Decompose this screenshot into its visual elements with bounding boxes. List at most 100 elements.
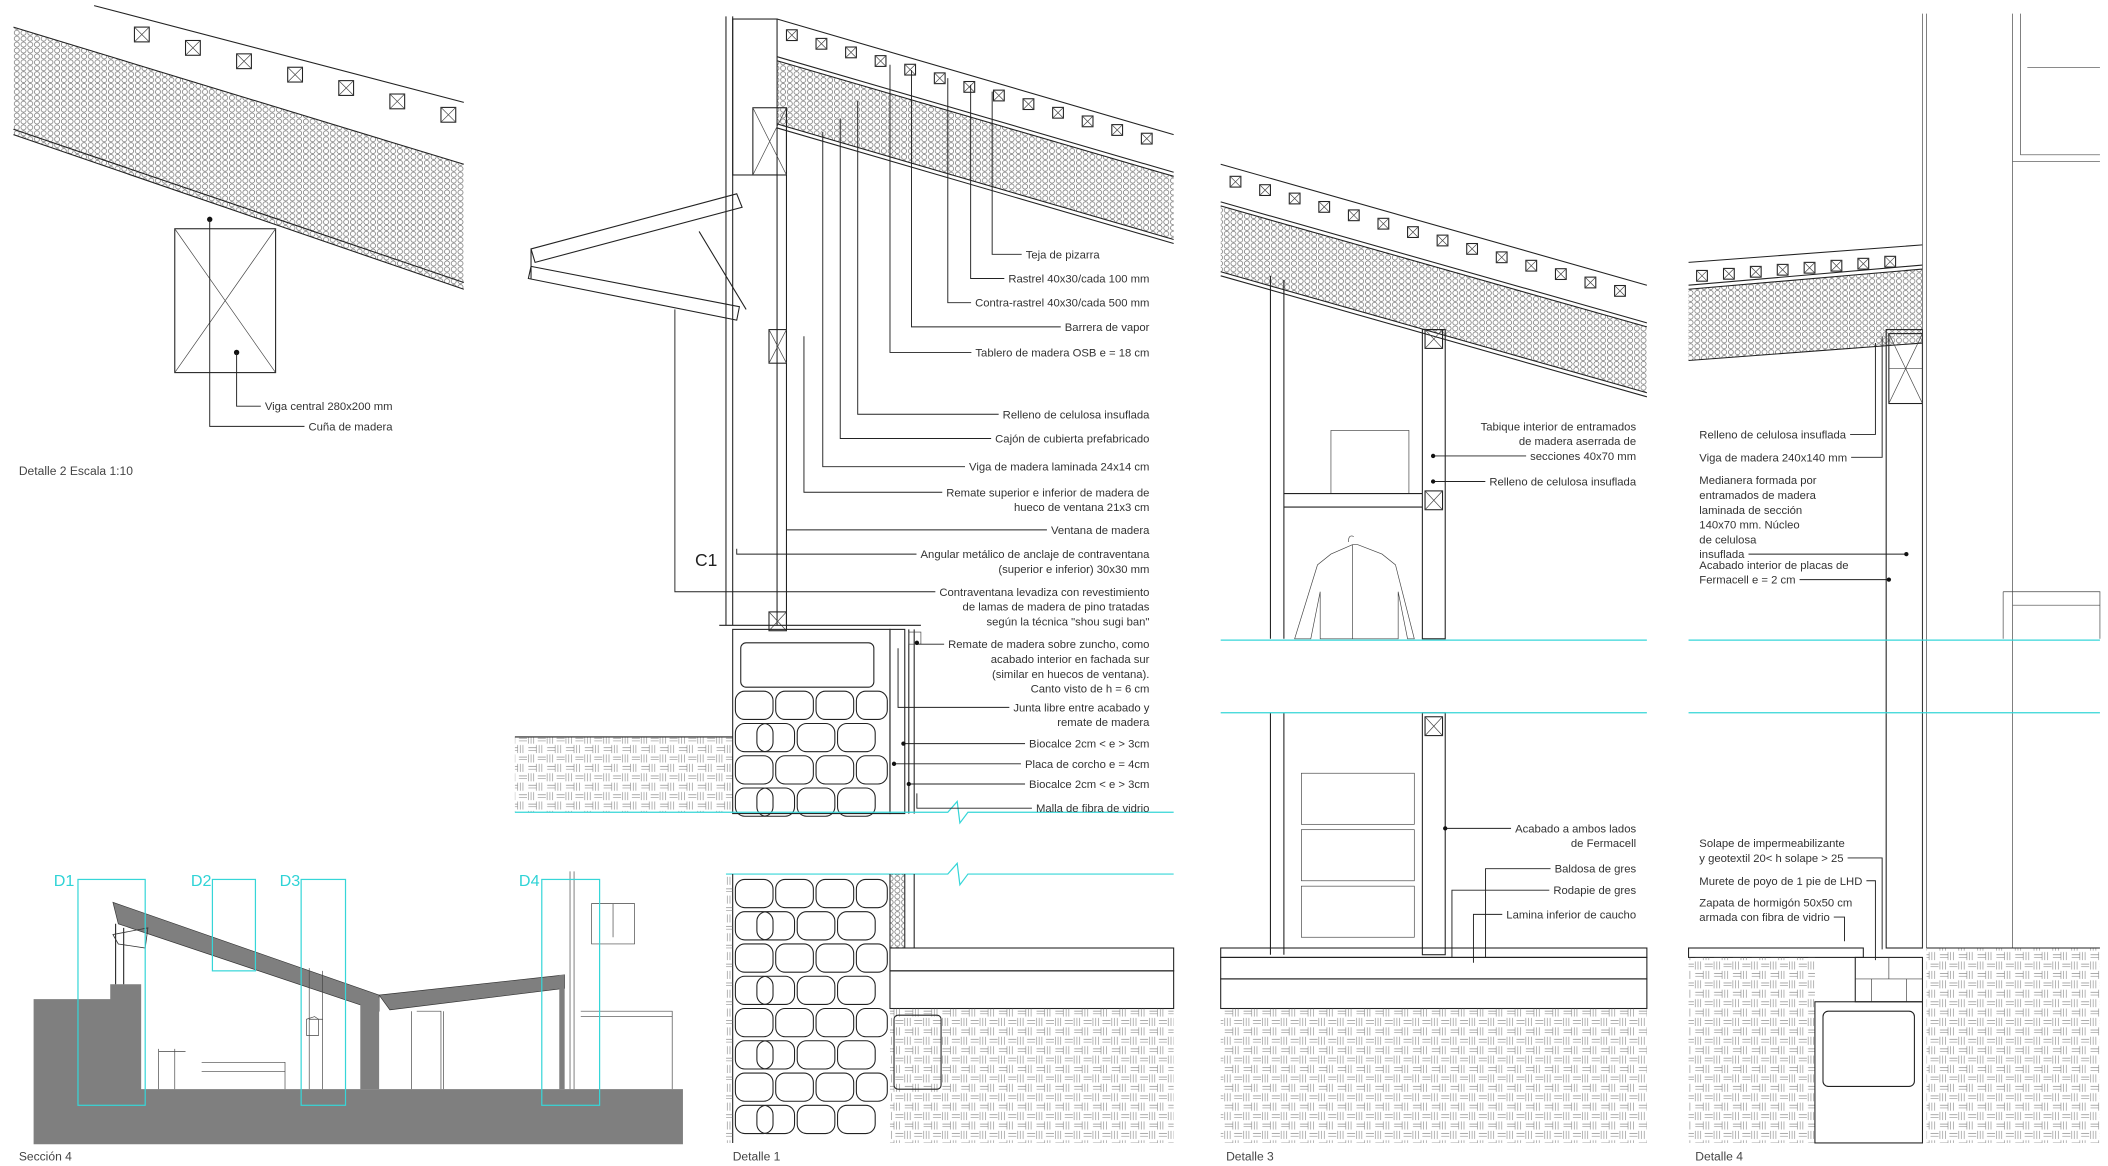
stone [837, 975, 876, 1006]
annotation-text: Barrera de vapor [1065, 322, 1150, 334]
annotation-text: según la técnica "shou sugi ban" [987, 616, 1150, 628]
stone [734, 787, 774, 817]
detail1-annotation: Relleno de celulosa insuflada [857, 101, 1150, 421]
section-shirt-icon [306, 1016, 319, 1036]
leader-line [991, 91, 1022, 255]
detail3-annotation: Relleno de celulosa insuflada [1430, 477, 1637, 489]
stone [734, 1104, 774, 1135]
detail4-annotation: Medianera formada por entramados de mader… [1699, 475, 1909, 561]
annotation-text: armada con fibra de vidrio [1699, 912, 1829, 924]
annotation-text: insuflada [1699, 549, 1745, 561]
annotation-text: (superior e inferior) 30x30 mm [998, 564, 1149, 576]
batten-icon [992, 89, 1005, 102]
batten-icon [184, 39, 201, 56]
leader-line [839, 118, 992, 439]
detail-4-caption: Detalle 4 [1695, 1149, 1743, 1163]
stone [796, 911, 836, 941]
stone [855, 943, 888, 973]
callout-label-d3[interactable]: D3 [280, 872, 301, 890]
stone [734, 755, 774, 785]
stone [815, 943, 855, 973]
batten-icon [1318, 200, 1331, 213]
batten-icon [1495, 251, 1508, 264]
annotation-text: Viga central 280x200 mm [265, 401, 393, 413]
annotation-text: Contra-rastrel 40x30/cada 500 mm [975, 298, 1149, 310]
batten-icon [338, 80, 355, 96]
batten-icon [1140, 132, 1153, 145]
annotation-text: Acabado a ambos lados [1515, 823, 1636, 835]
batten-icon [1554, 268, 1567, 281]
stone [815, 755, 855, 785]
annotation-text: remate de madera [1057, 717, 1150, 729]
stone [775, 690, 814, 720]
stone [775, 1072, 814, 1102]
batten-icon [1377, 217, 1390, 230]
detail-1-marker-c1: C1 [695, 550, 717, 570]
callout-label-d4[interactable]: D4 [519, 872, 540, 890]
leader-line [1833, 916, 1845, 942]
batten-icon [1749, 265, 1762, 278]
detail1-annotation: Biocalce 2cm < e > 3cm [906, 779, 1149, 791]
stone [815, 878, 855, 909]
stone [796, 975, 836, 1006]
annotation-text: Relleno de celulosa insuflada [1699, 429, 1846, 441]
annotation-text: Medianera formada por [1699, 475, 1817, 487]
stone [734, 878, 774, 909]
annotation-text: Rodapie de gres [1553, 885, 1636, 897]
annotation-text: de lamas de madera de pino tratadas [963, 602, 1150, 614]
stone [837, 722, 876, 753]
detail4-annotation: Relleno de celulosa insuflada [1699, 343, 1876, 441]
annotation-text: Biocalce 2cm < e > 3cm [1029, 779, 1149, 791]
batten-icon [845, 46, 857, 59]
annotation-text: de Fermacell [1571, 838, 1636, 850]
annotation-text: (similar en huecos de ventana). [992, 669, 1149, 681]
stone [734, 943, 774, 973]
annotation-text: Fermacell e = 2 cm [1699, 575, 1795, 587]
annotation-text: Tabique interior de entramados [1481, 421, 1637, 433]
leader-line [236, 352, 261, 407]
detail3-annotation: Rodapie de gres [1451, 885, 1636, 958]
leader-line [947, 78, 972, 304]
batten-icon [1436, 234, 1449, 247]
shutter-lower-leaf [527, 265, 741, 321]
batten-icon [1830, 259, 1843, 272]
callout-label-d1[interactable]: D1 [54, 872, 75, 890]
leader-line [822, 131, 966, 468]
batten-icon [1857, 257, 1870, 270]
leader-line [1451, 889, 1550, 958]
annotation-text: y geotextil 20< h solape > 25 [1699, 853, 1843, 865]
detail-4-drawing [1688, 13, 2101, 1144]
batten-icon [1803, 261, 1816, 274]
stone [815, 1007, 855, 1038]
batten-icon [1052, 106, 1064, 119]
annotation-text: entramados de madera [1699, 490, 1816, 502]
detail4-annotation: Murete de poyo de 1 pie de LHD [1699, 876, 1876, 961]
stone [837, 787, 876, 817]
annotation-text: Cajón de cubierta prefabricado [995, 434, 1149, 446]
stone [815, 1072, 855, 1102]
detail1-annotation: Contraventana levadiza con revestimiento… [674, 309, 1150, 628]
callout-label-d2[interactable]: D2 [191, 872, 212, 890]
stone [756, 722, 796, 753]
leader-line [857, 101, 999, 415]
annotation-text: Lamina inferior de caucho [1506, 909, 1636, 921]
stone [796, 722, 836, 753]
detail4-annotation: Solape de impermeabilizante y geotextil 2… [1699, 838, 1883, 950]
batten-icon [1111, 124, 1124, 136]
detail-2-drawing [13, 5, 464, 374]
leader-line [674, 309, 936, 593]
callout-box-d2 [211, 878, 257, 972]
detail-1-caption: Detalle 1 [733, 1149, 781, 1163]
detail2-annotation: Cuña de madera [209, 219, 393, 433]
batten-icon [1407, 226, 1419, 239]
batten-icon [1584, 276, 1597, 289]
stone [734, 1072, 774, 1102]
annotation-text: Solape de impermeabilizante [1699, 838, 1844, 850]
callout-box-d4 [541, 878, 601, 1106]
leader-line [736, 548, 917, 555]
annotation-text: acabado interior en fachada sur [991, 654, 1150, 666]
